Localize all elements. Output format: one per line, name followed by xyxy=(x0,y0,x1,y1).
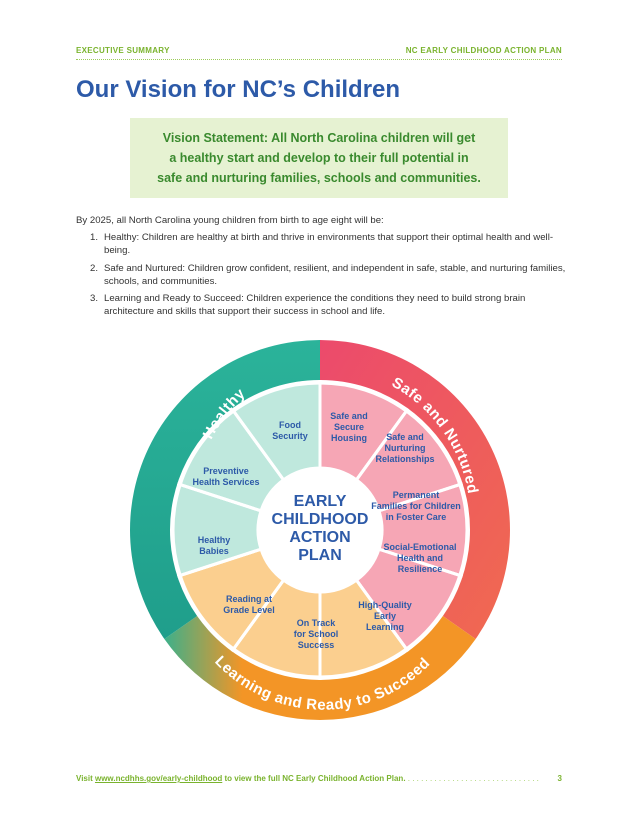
goal-item: 1. Healthy: Children are healthy at birth… xyxy=(76,231,566,257)
segment-label-relationships: Safe and xyxy=(386,432,424,442)
goal-text: Learning and Ready to Succeed: Children … xyxy=(104,293,526,318)
goal-text: Healthy: Children are healthy at birth a… xyxy=(104,232,554,257)
vision-statement: Vision Statement: All North Carolina chi… xyxy=(157,128,481,188)
center-title-line: EARLY xyxy=(294,493,347,510)
segment-label-housing: Secure xyxy=(334,422,364,432)
segment-reading xyxy=(178,547,286,652)
segment-label-hq: High-Quality xyxy=(358,600,412,610)
ring-label-learning: Learning and Ready to Succeed xyxy=(211,653,433,714)
segment-label-ontrack: On Track xyxy=(297,618,337,628)
goal-number: 3. xyxy=(90,293,99,305)
center-title-line: PLAN xyxy=(298,547,342,564)
segment-label-social: Resilience xyxy=(398,564,443,574)
segment-divider xyxy=(355,407,410,481)
footer-suffix: to view the full NC Early Childhood Acti… xyxy=(222,774,406,783)
page-title: Our Vision for NC’s Children xyxy=(76,76,401,103)
document-label: NC EARLY CHILDHOOD ACTION PLAN xyxy=(405,46,562,55)
wheel-graphics xyxy=(129,339,511,721)
healthy-ring xyxy=(129,340,320,639)
segment-label-ontrack: for School xyxy=(294,629,339,639)
segment-divider xyxy=(230,579,285,653)
center-title-line: ACTION xyxy=(289,529,350,546)
segment-divider xyxy=(176,547,262,578)
segment-label-hq: Learning xyxy=(366,622,404,632)
segment-on-track xyxy=(231,578,322,679)
vision-line: safe and nurturing families, schools and… xyxy=(157,171,481,185)
vision-line: a healthy start and develop to their ful… xyxy=(169,151,469,165)
segment-food-security xyxy=(231,381,322,482)
segment-label-relationships: Nurturing xyxy=(385,443,426,453)
segment-label-preventive: Health Services xyxy=(192,477,259,487)
segment-label-social: Health and xyxy=(397,553,443,563)
segment-label-babies: Healthy xyxy=(198,535,231,545)
segment-divider xyxy=(176,482,262,513)
footer-prefix: Visit xyxy=(76,774,95,783)
segment-divider xyxy=(230,407,285,481)
page-footer: Visit www.ncdhhs.gov/early-childhood to … xyxy=(76,774,562,783)
footer-link[interactable]: www.ncdhhs.gov/early-childhood xyxy=(94,774,223,783)
page-number: 3 xyxy=(557,774,562,783)
center-title-line: CHILDHOOD xyxy=(272,511,369,528)
segment-label-preventive: Preventive xyxy=(203,466,249,476)
vision-line: Vision Statement: All North Carolina chi… xyxy=(162,131,476,145)
footer-leader: . . . . . . . . . . . . . . . . . . . . … xyxy=(405,774,539,783)
page-header: EXECUTIVE SUMMARY NC EARLY CHILDHOOD ACT… xyxy=(76,46,562,60)
goals-intro: By 2025, all North Carolina young childr… xyxy=(76,215,384,226)
segment-preventive-health xyxy=(178,408,286,513)
segment-housing xyxy=(318,381,409,482)
segment-label-ontrack: Success xyxy=(298,640,335,650)
goal-item: 2. Safe and Nurtured: Children grow confi… xyxy=(76,262,566,288)
goal-text: Safe and Nurtured: Children grow confide… xyxy=(104,262,566,287)
segment-label-housing: Safe and xyxy=(330,411,368,421)
segment-healthy-babies xyxy=(171,482,263,578)
segment-divider xyxy=(378,547,464,578)
goal-number: 2. xyxy=(90,262,99,274)
segment-relationships xyxy=(354,408,462,513)
goals-list: 1. Healthy: Children are healthy at birth… xyxy=(76,231,566,318)
segment-divider xyxy=(355,579,410,653)
goals-section: By 2025, all North Carolina young childr… xyxy=(76,214,566,322)
segment-label-food: Security xyxy=(272,431,308,441)
segment-label-permanent: Families for Children xyxy=(371,501,461,511)
segment-label-relationships: Relationships xyxy=(375,454,434,464)
wheel-labels: Healthy Safe and Nurtured Learning and R… xyxy=(192,374,481,714)
section-label: EXECUTIVE SUMMARY xyxy=(76,46,170,55)
header-divider xyxy=(76,59,562,60)
segment-label-social: Social-Emotional xyxy=(383,542,456,552)
center-circle xyxy=(258,468,382,592)
learning-ring xyxy=(164,616,476,721)
segment-label-reading: Grade Level xyxy=(223,605,275,615)
goal-item: 3. Learning and Ready to Succeed: Childre… xyxy=(76,292,566,318)
ring-label-healthy: Healthy xyxy=(200,385,249,442)
segment-high-quality-learning xyxy=(318,578,409,679)
segment-label-permanent: in Foster Care xyxy=(386,512,447,522)
segment-label-housing: Housing xyxy=(331,433,367,443)
segment-permanent-families xyxy=(377,482,469,578)
segment-label-babies: Babies xyxy=(199,546,229,556)
segment-label-hq: Early xyxy=(374,611,396,621)
safe-nurtured-ring xyxy=(320,339,511,639)
vision-statement-box: Vision Statement: All North Carolina chi… xyxy=(130,118,508,198)
ring-label-safe: Safe and Nurtured xyxy=(389,374,481,495)
segment-divider xyxy=(378,482,464,513)
segment-label-food: Food xyxy=(279,420,301,430)
segment-label-permanent: Permanent xyxy=(393,490,440,500)
goal-number: 1. xyxy=(90,232,99,244)
segment-social-emotional xyxy=(354,547,462,652)
segment-label-reading: Reading at xyxy=(226,594,272,604)
